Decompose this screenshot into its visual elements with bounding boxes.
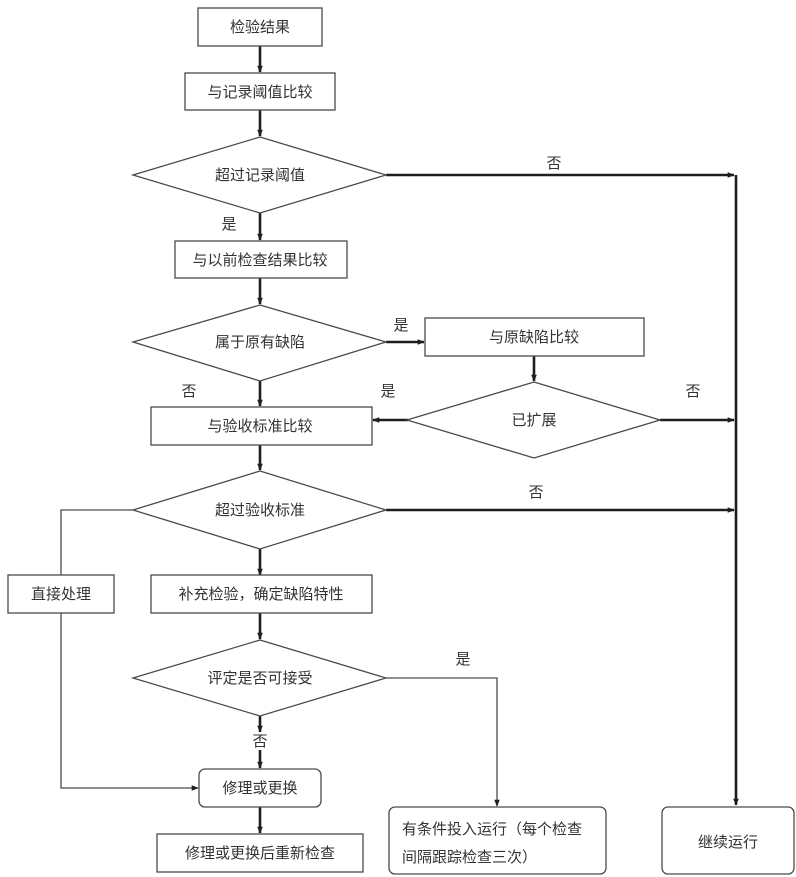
decision-label: 属于原有缺陷 xyxy=(215,333,305,351)
edge-exceed-acceptance-yes xyxy=(60,509,133,575)
edge-label-acceptable-yes: 是 xyxy=(455,650,470,668)
node-compare-record-threshold: 与记录阈值比较 xyxy=(184,72,336,111)
edge-label-original-defect-yes: 是 xyxy=(393,316,408,334)
node-inspection-result: 检验结果 xyxy=(197,7,323,47)
node-compare-acceptance-standard: 与验收标准比较 xyxy=(150,406,373,446)
node-label: 与记录阈值比较 xyxy=(207,83,312,101)
node-label: 与以前检查结果比较 xyxy=(192,251,327,269)
node-continue-operation: 继续运行 xyxy=(661,806,795,875)
node-supplementary-inspection: 补充检验，确定缺陷特性 xyxy=(150,574,373,614)
edge-label-exceed-record-no: 否 xyxy=(546,154,561,172)
edges xyxy=(60,46,739,834)
node-label: 修理或更换后重新检查 xyxy=(185,844,335,862)
edge-label-acceptable-no: 否 xyxy=(252,732,267,750)
decision-label: 已扩展 xyxy=(511,411,556,429)
decision-label: 超过验收标准 xyxy=(215,501,305,519)
edge-label-original-defect-no: 否 xyxy=(181,382,196,400)
edge-label-exceed-record-yes: 是 xyxy=(221,215,236,233)
node-label-line2: 间隔跟踪检查三次） xyxy=(402,848,537,866)
node-compare-previous-results: 与以前检查结果比较 xyxy=(174,240,348,279)
decision-evaluate-acceptable: 评定是否可接受 xyxy=(130,639,389,717)
node-label: 修理或更换 xyxy=(222,779,297,797)
edge-direct-handling-to-repair xyxy=(60,613,199,791)
decision-exceed-acceptance-standard: 超过验收标准 xyxy=(130,470,389,550)
edge-label-expanded-no: 否 xyxy=(685,382,700,400)
decision-is-original-defect: 属于原有缺陷 xyxy=(130,304,389,382)
node-label: 与验收标准比较 xyxy=(207,417,312,435)
node-label: 继续运行 xyxy=(698,833,758,851)
node-direct-handling: 直接处理 xyxy=(7,574,115,614)
node-conditional-operation: 有条件投入运行（每个检查 间隔跟踪检查三次） xyxy=(388,806,607,875)
decision-expanded: 已扩展 xyxy=(404,381,663,459)
decision-label: 评定是否可接受 xyxy=(207,669,312,687)
node-label: 直接处理 xyxy=(31,585,91,603)
node-reinspect-after-repair: 修理或更换后重新检查 xyxy=(156,833,364,873)
node-label: 检验结果 xyxy=(230,18,290,36)
node-compare-original-defect: 与原缺陷比较 xyxy=(424,317,645,357)
edge-acceptable-yes xyxy=(386,677,500,807)
edge-label-expanded-yes: 是 xyxy=(380,382,395,400)
node-label: 与原缺陷比较 xyxy=(489,328,579,346)
decision-label: 超过记录阈值 xyxy=(215,166,305,184)
edge-label-exceed-acceptance-no: 否 xyxy=(528,483,543,501)
node-label-line1: 有条件投入运行（每个检查 xyxy=(402,820,582,838)
node-repair-or-replace: 修理或更换 xyxy=(198,768,322,808)
decision-exceed-record-threshold: 超过记录阈值 xyxy=(130,136,389,214)
node-label: 补充检验，确定缺陷特性 xyxy=(178,585,343,603)
